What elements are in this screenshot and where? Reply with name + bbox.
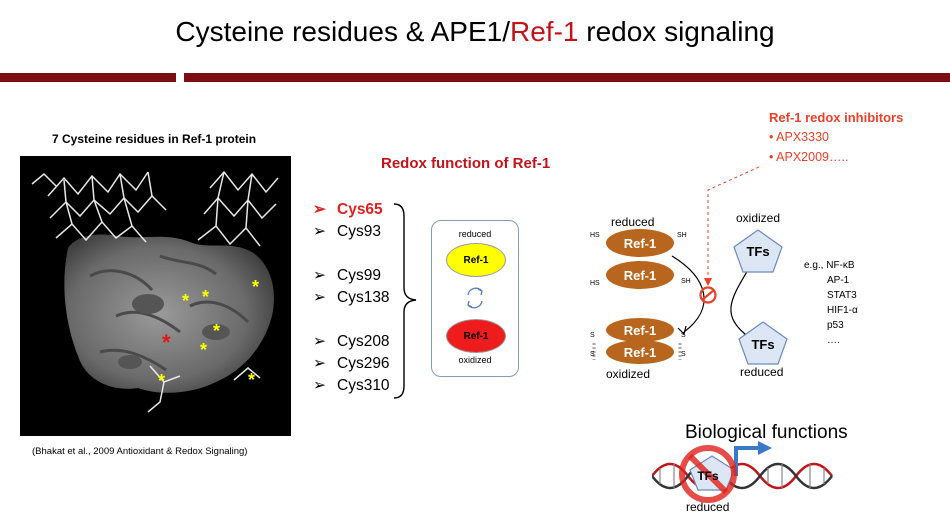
tf-example: …. bbox=[827, 335, 840, 346]
redox-function-heading: Redox function of Ref-1 bbox=[381, 155, 551, 172]
residue-cys93: ➢Cys93 bbox=[313, 223, 381, 240]
mechanism-arrows bbox=[592, 165, 760, 360]
residue-cys65: ➢Cys65 bbox=[313, 201, 383, 218]
dna-helix-icon bbox=[652, 441, 833, 503]
hs-label: HS bbox=[590, 232, 600, 239]
bio-tf-text: TFs bbox=[697, 469, 719, 483]
panel-oxidized-label: oxidized bbox=[458, 355, 492, 365]
tf-oxidized-text: TFs bbox=[746, 244, 770, 259]
residue-cys99: ➢Cys99 bbox=[313, 267, 381, 284]
brace-icon bbox=[393, 203, 417, 399]
title-text-end: redox signaling bbox=[578, 16, 775, 47]
bio-reduced-label: reduced bbox=[686, 500, 730, 514]
title-text: Cysteine residues & APE1/ bbox=[175, 16, 511, 47]
tf-example: STAT3 bbox=[827, 290, 857, 301]
cycle-arrows-icon bbox=[467, 287, 483, 309]
ref1-reduced-ellipse: Ref-1 bbox=[606, 229, 674, 257]
citation: (Bhakat et al., 2009 Antioxidant & Redox… bbox=[32, 446, 248, 457]
svg-text:*: * bbox=[182, 291, 189, 311]
svg-text:*: * bbox=[248, 370, 255, 390]
ref1-oxidized-ellipse: Ref-1 bbox=[606, 318, 674, 342]
inhibitor-item: • APX2009….. bbox=[769, 150, 849, 164]
tf-reduced-text: TFs bbox=[751, 337, 775, 352]
page-title: Cysteine residues & APE1/Ref-1 redox sig… bbox=[0, 16, 950, 48]
inhibitor-item: • APX3330 bbox=[769, 130, 829, 144]
sh-label: SH bbox=[681, 278, 691, 285]
tf-example: HIF1-α bbox=[827, 305, 858, 316]
residue-cys208: ➢Cys208 bbox=[313, 333, 390, 350]
protein-structure-image: * * * * * * * * bbox=[20, 156, 291, 436]
redox-state-panel: reduced Ref-1 Ref-1 oxidized bbox=[431, 220, 519, 377]
svg-text:*: * bbox=[213, 321, 220, 341]
tf-example: e.g., NF-κB bbox=[804, 260, 855, 271]
header-bar-right bbox=[184, 73, 950, 82]
tf-example: AP-1 bbox=[827, 275, 850, 286]
svg-text:*: * bbox=[162, 330, 171, 355]
s-label: S bbox=[590, 332, 595, 339]
tf-reduced-label: reduced bbox=[740, 365, 784, 379]
svg-text:*: * bbox=[200, 340, 207, 360]
tf-examples: e.g., NF-κB AP-1 STAT3 HIF1-α p53 …. bbox=[804, 258, 858, 348]
reduced-label: reduced bbox=[611, 215, 655, 229]
inhibitors-heading: Ref-1 redox inhibitors bbox=[769, 110, 904, 125]
ref1-reduced-ellipse-2: Ref-1 bbox=[606, 261, 674, 289]
tf-reduced-pentagon bbox=[738, 321, 788, 365]
tf-oxidized-pentagon bbox=[733, 229, 783, 273]
svg-text:*: * bbox=[252, 277, 259, 297]
s-label: S bbox=[590, 351, 595, 358]
structure-heading: 7 Cysteine residues in Ref-1 protein bbox=[52, 132, 257, 146]
panel-reduced-label: reduced bbox=[458, 229, 492, 239]
svg-text:*: * bbox=[202, 287, 209, 307]
ref1-oxidized-oval: Ref-1 bbox=[446, 319, 506, 353]
s-label: S bbox=[681, 332, 686, 339]
header-bar-left bbox=[0, 73, 176, 82]
residue-cys138: ➢Cys138 bbox=[313, 289, 390, 306]
title-highlight: Ref-1 bbox=[510, 16, 579, 47]
tf-oxidized-label: oxidized bbox=[736, 211, 781, 225]
tf-example: p53 bbox=[827, 320, 844, 331]
ref1-reduced-oval: Ref-1 bbox=[446, 243, 506, 277]
oxidized-label: oxidized bbox=[606, 367, 651, 381]
svg-text:*: * bbox=[158, 371, 165, 391]
sh-label: SH bbox=[677, 232, 687, 239]
s-label: S bbox=[681, 351, 686, 358]
biological-functions-heading: Biological functions bbox=[685, 422, 848, 443]
ref1-oxidized-ellipse-2: Ref-1 bbox=[606, 340, 674, 364]
residue-cys310: ➢Cys310 bbox=[313, 377, 390, 394]
hs-label: HS bbox=[590, 280, 600, 287]
residue-cys296: ➢Cys296 bbox=[313, 355, 390, 372]
